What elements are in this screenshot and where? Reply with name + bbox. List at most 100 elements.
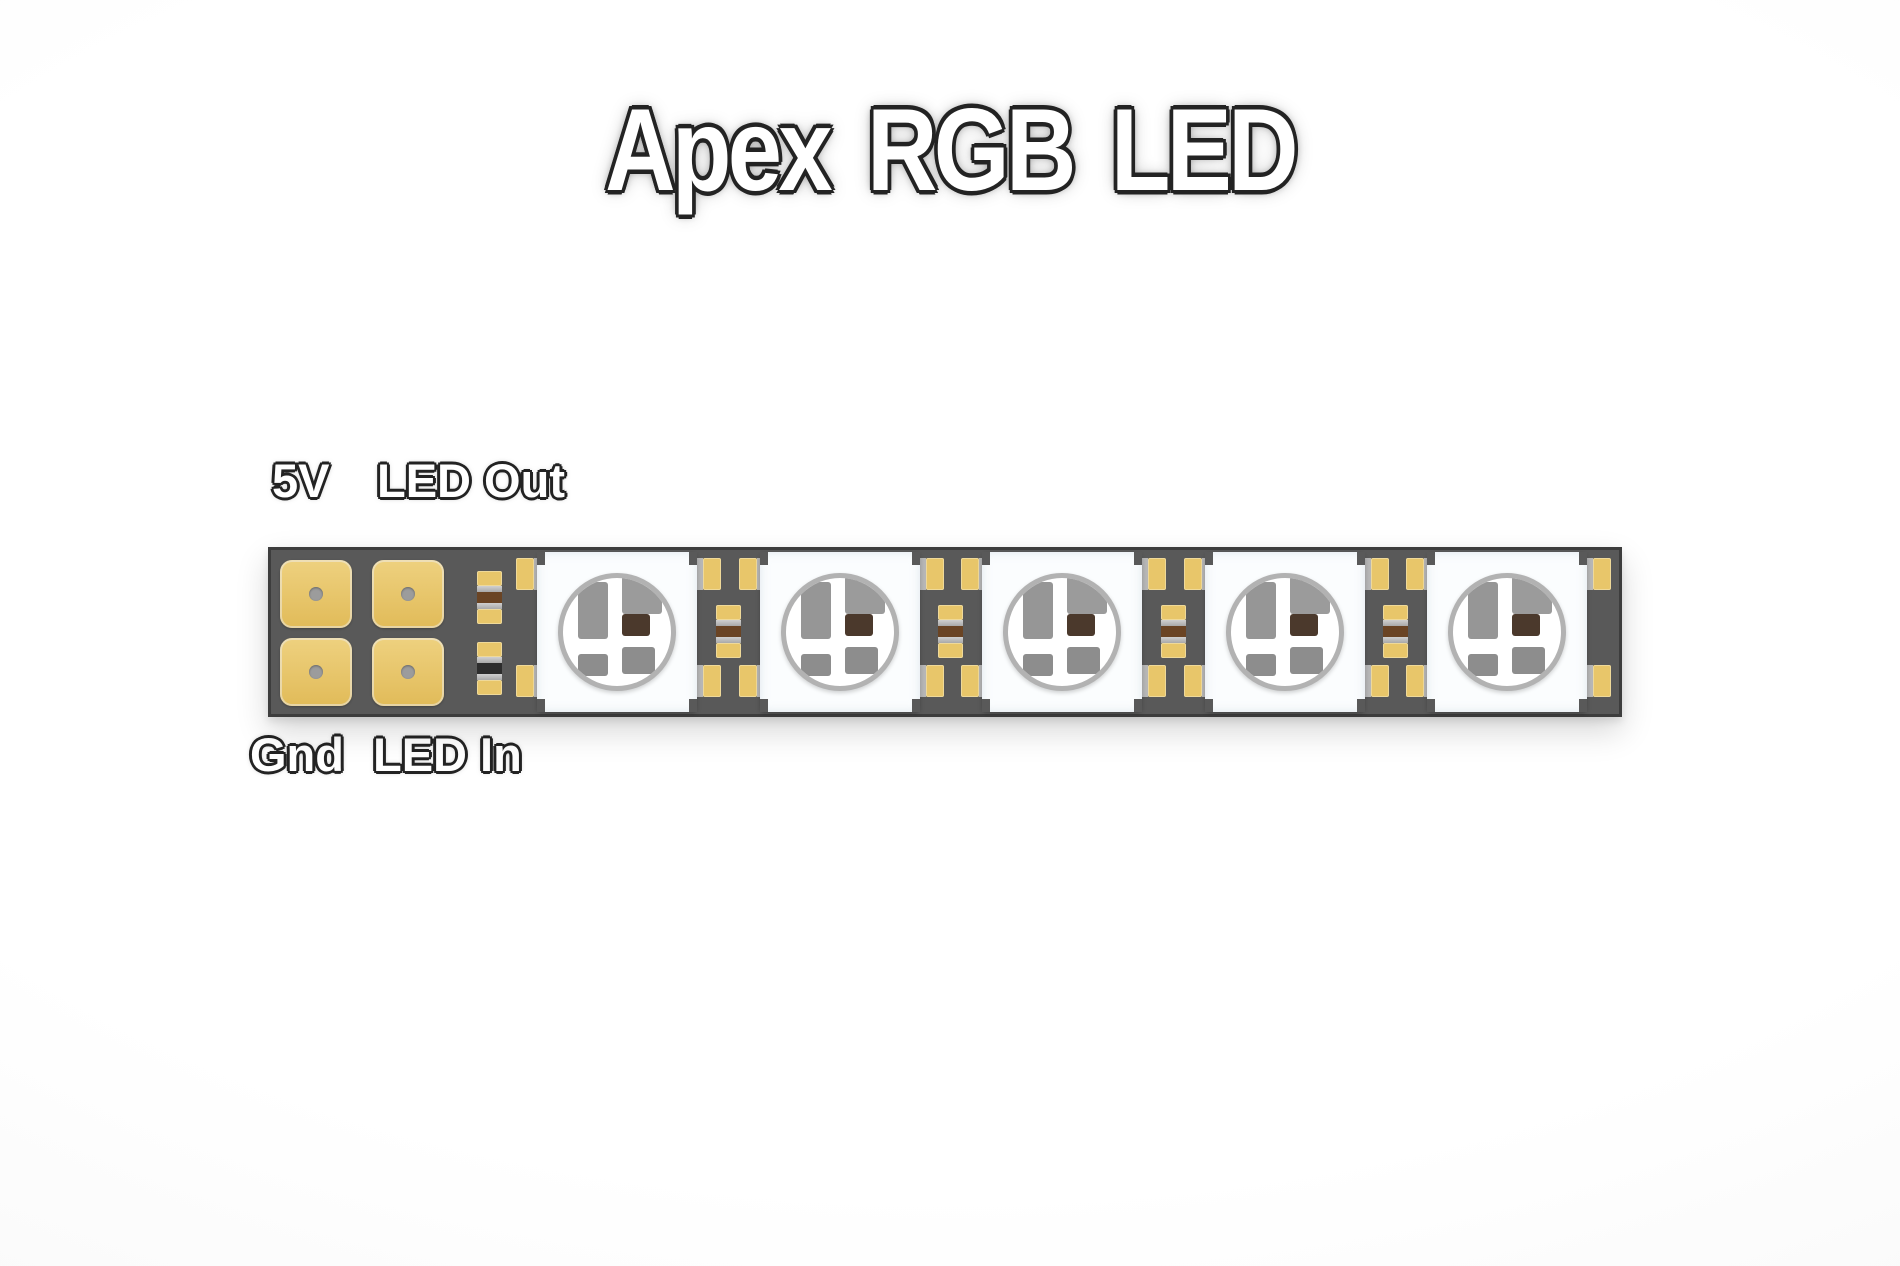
pad-gold-area bbox=[925, 665, 944, 697]
solder-pad bbox=[1587, 558, 1611, 590]
led-frame-right-bottom bbox=[1289, 647, 1323, 674]
cap-terminal bbox=[1160, 620, 1186, 626]
package-notch bbox=[1134, 699, 1142, 712]
package-notch bbox=[982, 699, 990, 712]
package-notch bbox=[689, 699, 697, 712]
led-frame-right-bottom bbox=[1512, 647, 1545, 674]
pad-terminal bbox=[1142, 558, 1148, 590]
cap-body bbox=[1383, 626, 1408, 637]
led-frame-left-top bbox=[1245, 582, 1276, 639]
cap-body bbox=[477, 663, 502, 674]
pad-gold-area bbox=[738, 665, 757, 697]
pad-gold-area bbox=[1593, 665, 1611, 697]
pad-gold-area bbox=[1370, 665, 1389, 697]
cap-pad bbox=[715, 643, 741, 658]
led-frame-left-bottom bbox=[1468, 654, 1498, 676]
led-die bbox=[1289, 614, 1318, 636]
package-notch bbox=[911, 699, 920, 712]
package-notch bbox=[537, 699, 545, 712]
solder-pad bbox=[1364, 558, 1389, 590]
via bbox=[401, 587, 415, 601]
via bbox=[309, 587, 323, 601]
page-title: Apex RGB LED bbox=[605, 85, 1298, 216]
package-notch bbox=[759, 699, 768, 712]
power-pad-led-in bbox=[372, 638, 444, 706]
cap-pad bbox=[477, 571, 502, 586]
solder-pad bbox=[697, 665, 721, 697]
pad-gold-area bbox=[738, 558, 757, 590]
pin-label-gnd: Gnd bbox=[250, 728, 344, 781]
led-frame-right-bottom bbox=[844, 647, 878, 674]
capacitor bbox=[477, 642, 502, 695]
pad-gold-area bbox=[1406, 558, 1424, 590]
led-lens bbox=[780, 573, 899, 691]
led-frame-left-top bbox=[1468, 582, 1498, 639]
cap-body bbox=[1160, 626, 1186, 637]
cap-terminal bbox=[477, 657, 502, 663]
solder-pad bbox=[1183, 665, 1208, 697]
cap-pad bbox=[477, 680, 502, 695]
led-module bbox=[1204, 552, 1365, 712]
package-notch bbox=[1427, 552, 1435, 565]
package-notch bbox=[1427, 699, 1435, 712]
solder-pad bbox=[1142, 665, 1166, 697]
package-notch bbox=[1204, 552, 1213, 565]
package-notch bbox=[759, 552, 768, 565]
pad-gold-area bbox=[1183, 665, 1202, 697]
cap-pad bbox=[938, 643, 963, 658]
cap-terminal bbox=[477, 674, 502, 680]
cap-pad bbox=[477, 642, 502, 657]
package-notch bbox=[1204, 699, 1213, 712]
cap-body bbox=[477, 592, 502, 603]
power-pad-5v bbox=[280, 560, 352, 628]
pin-label-led-in: LED In bbox=[373, 728, 522, 781]
pad-gold-area bbox=[1148, 665, 1166, 697]
led-frame-right-top bbox=[1289, 578, 1330, 614]
pad-gold-area bbox=[961, 558, 979, 590]
cap-terminal bbox=[715, 637, 741, 643]
led-frame-right-top bbox=[1067, 578, 1107, 614]
pad-terminal bbox=[697, 665, 703, 697]
pad-gold-area bbox=[925, 558, 944, 590]
solder-pad bbox=[1587, 665, 1611, 697]
capacitor bbox=[477, 571, 502, 624]
pad-terminal bbox=[1587, 665, 1593, 697]
package-notch bbox=[1579, 552, 1587, 565]
capacitor bbox=[1383, 605, 1408, 658]
led-frame-right-top bbox=[844, 578, 885, 614]
led-die bbox=[622, 614, 650, 636]
cap-terminal bbox=[477, 603, 502, 609]
cap-body bbox=[715, 626, 741, 637]
cap-terminal bbox=[1160, 637, 1186, 643]
solder-pad bbox=[919, 665, 944, 697]
cap-pad bbox=[1160, 643, 1186, 658]
via bbox=[309, 665, 323, 679]
led-frame-right-top bbox=[1512, 578, 1552, 614]
package-notch bbox=[1356, 552, 1365, 565]
package-notch bbox=[1134, 552, 1142, 565]
cap-terminal bbox=[1383, 620, 1408, 626]
solder-pad bbox=[697, 558, 721, 590]
cap-terminal bbox=[477, 586, 502, 592]
pad-gold-area bbox=[1183, 558, 1202, 590]
pad-terminal bbox=[1587, 558, 1593, 590]
led-frame-left-bottom bbox=[800, 654, 831, 676]
led-lens bbox=[1225, 573, 1344, 691]
led-frame-left-bottom bbox=[1023, 654, 1053, 676]
led-lens bbox=[558, 573, 676, 691]
cap-terminal bbox=[938, 620, 963, 626]
via bbox=[401, 665, 415, 679]
led-frame-left-top bbox=[1023, 582, 1053, 639]
package-notch bbox=[1579, 699, 1587, 712]
pad-terminal bbox=[697, 558, 703, 590]
cap-terminal bbox=[938, 637, 963, 643]
led-frame-left-top bbox=[578, 582, 608, 639]
cap-pad bbox=[477, 609, 502, 624]
cap-terminal bbox=[1383, 637, 1408, 643]
cap-pad bbox=[1383, 643, 1408, 658]
led-strip bbox=[268, 547, 1622, 717]
capacitor bbox=[715, 605, 741, 658]
led-die bbox=[844, 614, 873, 636]
led-module bbox=[1427, 552, 1587, 712]
